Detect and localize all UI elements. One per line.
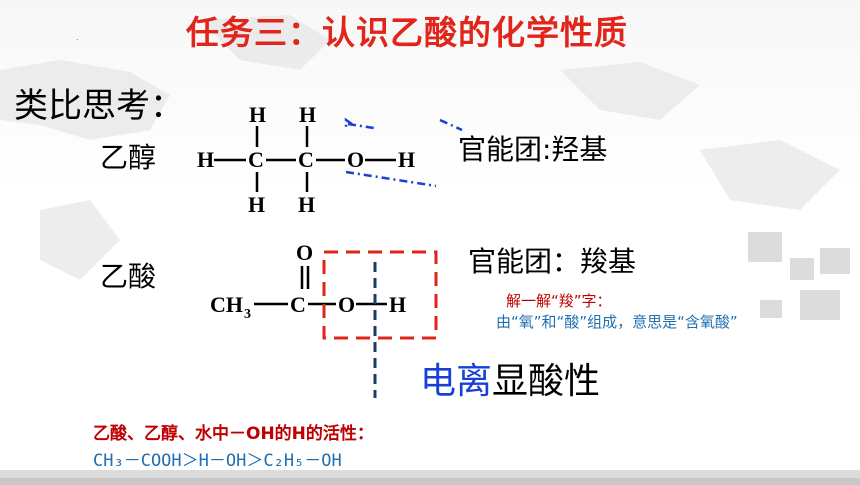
atom-o: O (296, 240, 313, 265)
explanation-body: 由“氧”和“酸”组成，意思是“含氧酸” (496, 313, 738, 331)
atom-c: C (298, 147, 314, 172)
analogy-label: 类比思考： (14, 86, 184, 126)
ethanol-functional-group: 官能团:羟基 (458, 133, 608, 166)
ionization-highlight: 电离 (420, 361, 493, 402)
explanation-title: 解一解“羧”字： (506, 292, 612, 310)
carboxyl-box (322, 250, 438, 340)
corner-dot: . (76, 33, 79, 42)
atom-o: O (347, 147, 364, 172)
atom-h: H (197, 147, 214, 172)
acetic-acid-functional-group: 官能团：羧基 (468, 245, 637, 278)
atom-h: H (298, 192, 315, 217)
ethanol-name: 乙醇 (100, 141, 157, 174)
atom-ch: CH (210, 292, 243, 317)
comparison-title: 乙酸、乙醇、水中－OH的H的活性： (93, 424, 374, 444)
subscript-3: 3 (244, 307, 251, 322)
atom-c: C (290, 292, 306, 317)
acetic-acid-name: 乙酸 (100, 260, 157, 293)
atom-c: C (248, 147, 264, 172)
slide-title: 任务三：认识乙酸的化学性质 (186, 13, 628, 52)
atom-o: O (338, 292, 355, 317)
ionization-statement: 电离显酸性 (420, 352, 600, 404)
comparison-order: CH₃－COOH＞H－OH＞C₂H₅－OH (93, 451, 342, 471)
atom-h: H (249, 102, 266, 127)
hydroxyl-bracket-bottom (345, 170, 437, 188)
atom-h: H (248, 192, 265, 217)
hydroxyl-bracket-top (347, 122, 375, 130)
atom-h: H (389, 292, 406, 317)
acetic-acid-structure: O CH 3 C O H (210, 240, 438, 398)
atom-h: H (299, 102, 316, 127)
hydroxyl-bracket-left (344, 117, 353, 130)
hydroxyl-bracket-right (439, 118, 463, 132)
ethanol-structure: H H H C C O H H H (197, 102, 463, 217)
ionization-rest: 显酸性 (492, 361, 601, 402)
atom-h: H (398, 147, 415, 172)
